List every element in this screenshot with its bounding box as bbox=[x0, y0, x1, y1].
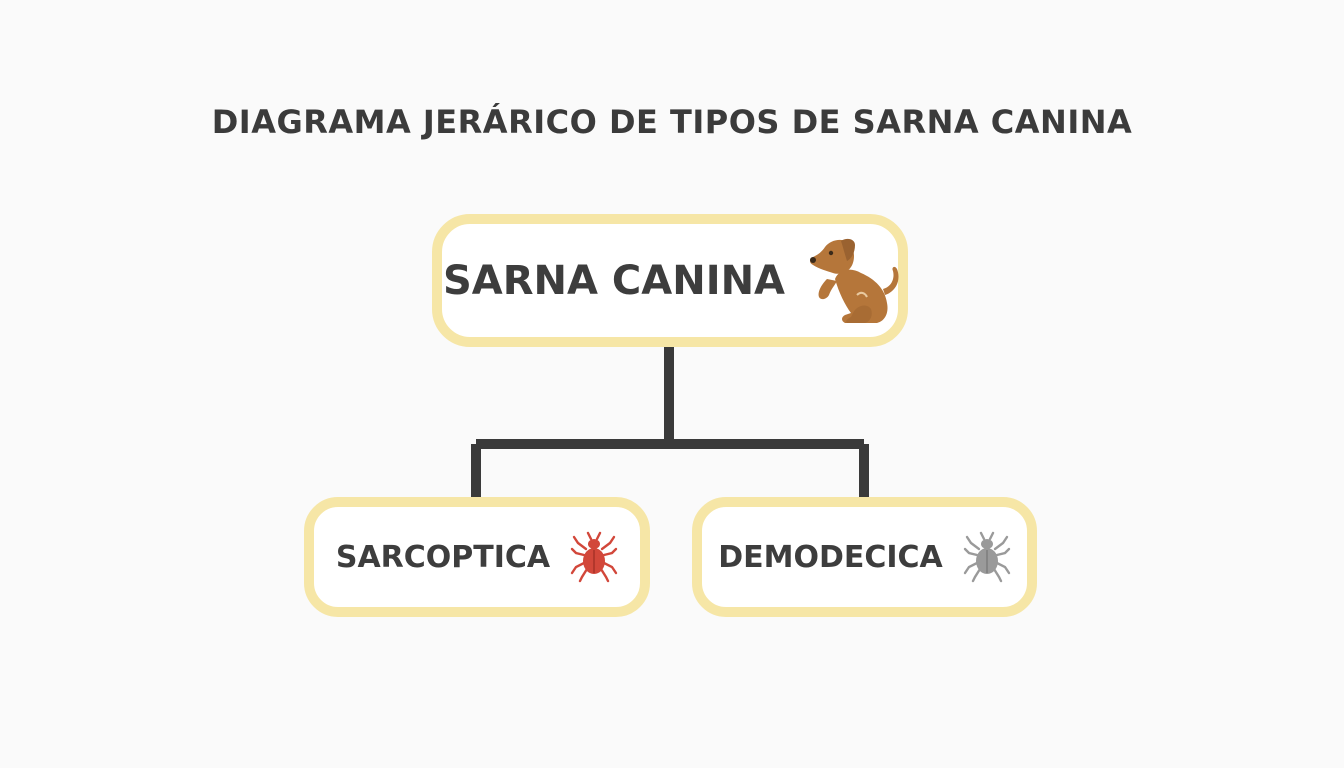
dog-icon bbox=[805, 235, 905, 327]
child-node-sarcoptica: SARCOPTICA bbox=[304, 497, 650, 617]
child-node-label: SARCOPTICA bbox=[335, 539, 551, 575]
red-mite-icon bbox=[570, 531, 618, 583]
child-node-label: DEMODECICA bbox=[718, 539, 943, 575]
diagram-title: DIAGRAMA JERÁRICO DE TIPOS DE SARNA CANI… bbox=[211, 103, 1133, 141]
gray-mite-icon bbox=[963, 531, 1011, 583]
root-node-sarna-canina: SARNA CANINA bbox=[432, 214, 908, 347]
root-node-label: SARNA CANINA bbox=[442, 257, 786, 304]
child-node-demodecica: DEMODECICA bbox=[692, 497, 1037, 617]
